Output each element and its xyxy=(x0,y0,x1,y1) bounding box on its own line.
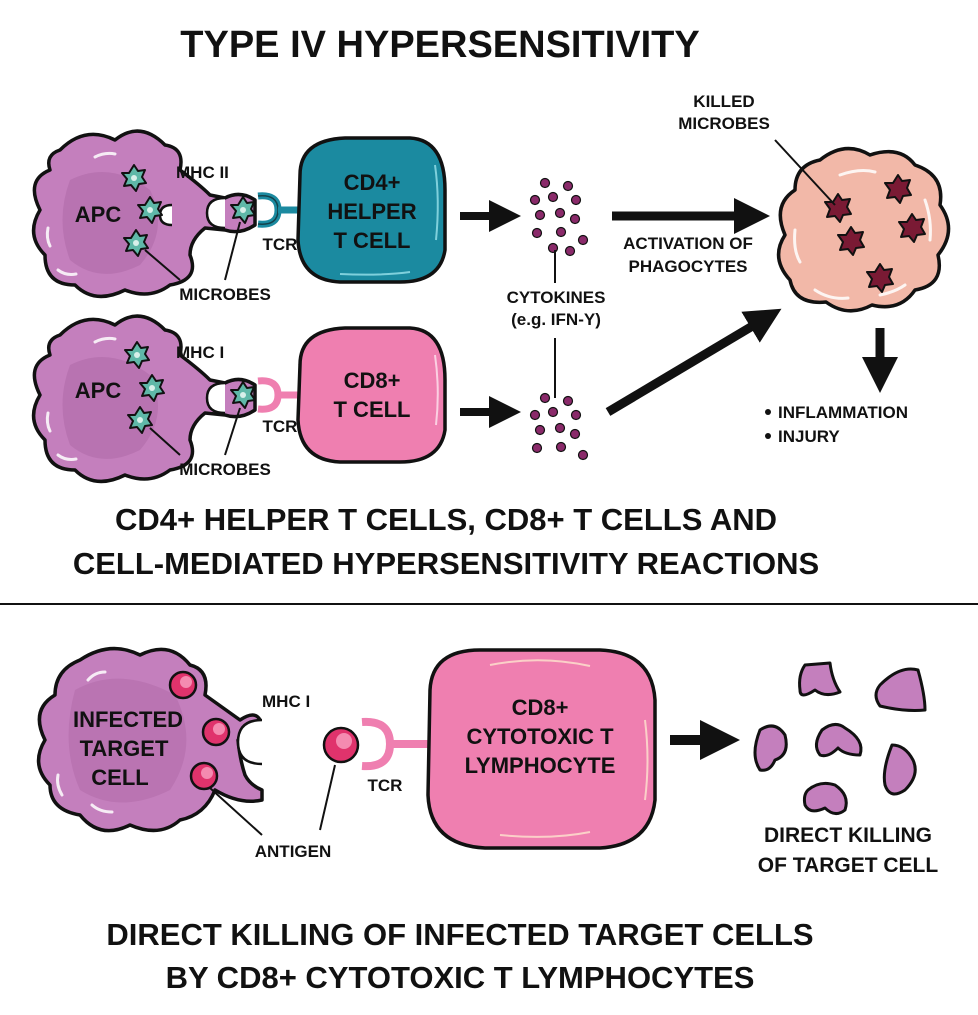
caption-2-line1: DIRECT KILLING OF INFECTED TARGET CELLS xyxy=(106,917,813,952)
cd4-label-line1: CD4+ xyxy=(344,170,401,195)
microbes-label-row1: MICROBES xyxy=(179,285,271,304)
cd4-label-line3: T CELL xyxy=(334,228,411,253)
bullet-icon xyxy=(765,409,771,415)
cd8-label-line2: T CELL xyxy=(334,397,411,422)
leader-line xyxy=(209,787,263,836)
mhc-label-section2: MHC I xyxy=(262,692,310,711)
leader-line xyxy=(144,249,181,281)
arrow-diagonal xyxy=(605,308,782,416)
apc-label-row1: APC xyxy=(75,202,122,227)
target-label-line1: INFECTED xyxy=(73,707,183,732)
killed-microbes-label-line2: MICROBES xyxy=(678,114,770,133)
leader-line xyxy=(774,139,836,206)
target-label-line3: CELL xyxy=(91,765,148,790)
antigen-label: ANTIGEN xyxy=(255,842,332,861)
caption-1-line1: CD4+ HELPER T CELLS, CD8+ T CELLS AND xyxy=(115,502,777,537)
cd4-helper-t-cell xyxy=(296,136,447,284)
ctl-label-line3: LYMPHOCYTE xyxy=(465,753,616,778)
result-label-line1: DIRECT KILLING xyxy=(764,824,932,847)
mhc-label-row2: MHC I xyxy=(176,343,224,362)
apc-label-row2: APC xyxy=(75,378,122,403)
cd8-t-cell xyxy=(296,326,447,464)
caption-2-line2: BY CD8+ CYTOTOXIC T LYMPHOCYTES xyxy=(166,960,755,995)
tcr-label-section2: TCR xyxy=(368,776,403,795)
ctl-label-line1: CD8+ xyxy=(512,695,569,720)
target-label-line2: TARGET xyxy=(80,736,169,761)
cytokines-cluster-bottom xyxy=(529,392,589,461)
outcome-inflammation: INFLAMMATION xyxy=(778,403,908,422)
killed-microbes-label-line1: KILLED xyxy=(693,92,754,111)
leader-line xyxy=(319,764,336,831)
cd4-label-line2: HELPER xyxy=(327,199,416,224)
microbes-label-row2: MICROBES xyxy=(179,460,271,479)
cell-fragments xyxy=(753,661,927,815)
caption-1-line2: CELL-MEDIATED HYPERSENSITIVITY REACTIONS xyxy=(73,546,819,581)
leader-line xyxy=(149,427,181,456)
tcr-label-row2: TCR xyxy=(263,417,298,436)
activation-label-line1: ACTIVATION OF xyxy=(623,234,753,253)
cd8-cytotoxic-t-lymphocyte xyxy=(426,648,657,850)
leader-line xyxy=(224,407,241,456)
antigen-icon xyxy=(168,670,360,791)
cytokines-cluster-top xyxy=(529,177,589,257)
apc-cell-row2 xyxy=(31,314,257,484)
leader-line xyxy=(224,221,241,281)
cytokines-label-line2: (e.g. IFN-Y) xyxy=(511,310,601,329)
page-title: TYPE IV HYPERSENSITIVITY xyxy=(180,24,699,66)
cytokines-label-line1: CYTOKINES xyxy=(507,288,606,307)
cd8-label-line1: CD8+ xyxy=(344,368,401,393)
activation-label-line2: PHAGOCYTES xyxy=(628,257,747,276)
mhc-label-row1: MHC II xyxy=(176,163,229,182)
tcr-label-row1: TCR xyxy=(263,235,298,254)
ctl-label-line2: CYTOTOXIC T xyxy=(466,724,614,749)
outcome-injury: INJURY xyxy=(778,427,840,446)
bullet-icon xyxy=(765,433,771,439)
result-label-line2: OF TARGET CELL xyxy=(758,854,939,877)
